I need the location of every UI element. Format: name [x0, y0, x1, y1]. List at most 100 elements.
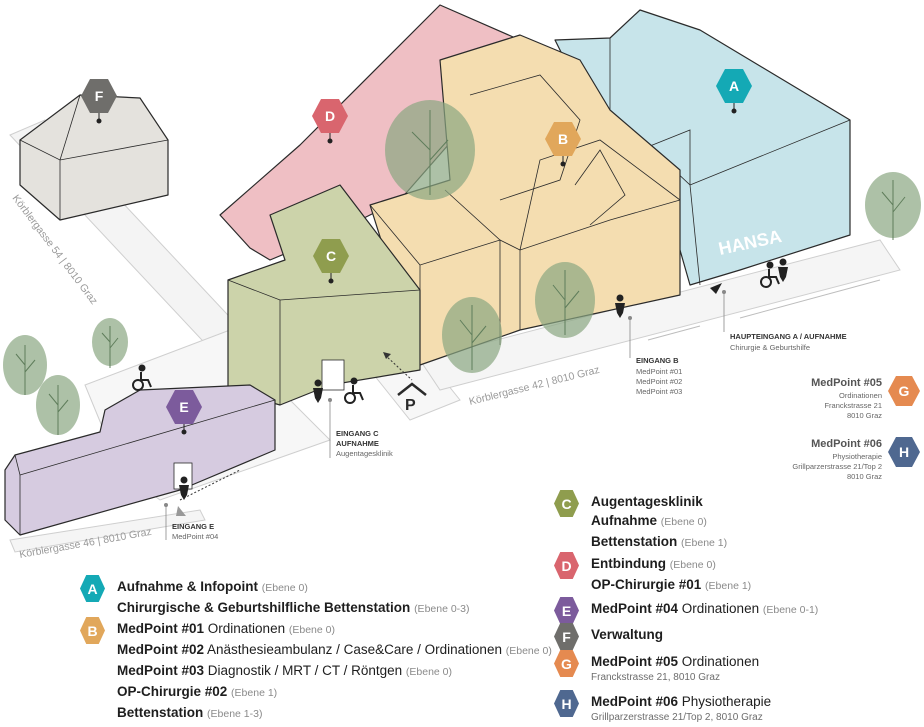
svg-text:EINGANG C: EINGANG C	[336, 429, 379, 438]
svg-text:Grillparzerstrasse 21/Top 2: Grillparzerstrasse 21/Top 2	[792, 462, 882, 471]
svg-text:MedPoint #03: MedPoint #03	[636, 387, 682, 396]
legend-b-line2: MedPoint #02	[117, 642, 205, 657]
legend-f-line1: Verwaltung	[591, 627, 664, 642]
hex-g-icon: G	[554, 650, 579, 677]
entrance-main: HAUPTEINGANG A / AUFNAHME Chirurgie & Ge…	[710, 283, 847, 352]
marker-b: B	[545, 122, 581, 167]
legend-g-line1: MedPoint #05	[591, 654, 679, 669]
trees	[3, 100, 921, 435]
marker-e: E	[166, 390, 202, 435]
svg-text:EINGANG E: EINGANG E	[172, 522, 214, 531]
hex-e-icon: E	[554, 597, 579, 624]
legend-b-line1: MedPoint #01	[117, 621, 205, 636]
legend-d-line2: OP-Chirurgie #01	[591, 577, 702, 592]
svg-text:AUFNAHME: AUFNAHME	[336, 439, 379, 448]
ebene: (Ebene 0)	[288, 624, 335, 636]
legend-item-a: A Aufnahme & Infopoint (Ebene 0) Chirurg…	[80, 575, 470, 619]
legend-item-h: H MedPoint #06 Physiotherapie Grillparze…	[554, 690, 772, 725]
offsite-g: MedPoint #05 Ordinationen Franckstrasse …	[811, 376, 920, 420]
legend-a-line2: Chirurgische & Geburtshilfliche Bettenst…	[117, 600, 411, 615]
text: Diagnostik / MRT / CT / Röntgen	[204, 663, 403, 678]
legend-item-f: F Verwaltung	[554, 623, 664, 650]
text: Anästhesieambulanz / Case&Care / Ordinat…	[204, 642, 502, 657]
legend-c-line2: Aufnahme	[591, 513, 658, 528]
hex-h-icon: H	[554, 690, 579, 717]
ebene: (Ebene 0)	[669, 559, 716, 571]
svg-text:MedPoint #01: MedPoint #01	[636, 367, 682, 376]
tree	[92, 318, 128, 368]
hex-f-icon: F	[554, 623, 579, 650]
legend-item-e: E MedPoint #04 Ordinationen (Ebene 0-1)	[554, 597, 819, 624]
marker-letter: C	[326, 248, 336, 264]
legend-d-line1: Entbindung	[591, 556, 666, 571]
marker-c: C	[313, 239, 349, 284]
svg-text:MedPoint #05: MedPoint #05	[811, 377, 882, 389]
text: Ordinationen	[678, 601, 760, 616]
marker-letter: F	[95, 88, 104, 104]
ebene: (Ebene 1)	[681, 537, 728, 549]
ebene: (Ebene 1)	[705, 580, 752, 592]
svg-text:Physiotherapie: Physiotherapie	[832, 452, 882, 461]
building-f	[19, 94, 169, 221]
ebene: (Ebene 0)	[261, 582, 308, 594]
legend-b-line4: OP-Chirurgie #02	[117, 684, 228, 699]
marker-d: D	[312, 99, 348, 144]
marker-letter: D	[325, 108, 335, 124]
legend-c-line1: Augentagesklinik	[591, 494, 703, 509]
hex-d-icon: D	[554, 552, 579, 579]
svg-text:MedPoint #02: MedPoint #02	[636, 377, 682, 386]
svg-text:8010 Graz: 8010 Graz	[847, 411, 882, 420]
svg-text:MedPoint #04: MedPoint #04	[172, 532, 218, 541]
tree	[865, 172, 921, 240]
text: Physiotherapie	[678, 694, 772, 709]
svg-text:Augentagesklinik: Augentagesklinik	[336, 449, 393, 458]
ebene: (Ebene 0-1)	[762, 604, 819, 616]
text: Ordinationen	[678, 654, 760, 669]
ebene: (Ebene 0)	[660, 516, 707, 528]
legend-g-address: Franckstrasse 21, 8010 Graz	[591, 672, 720, 683]
svg-text:MedPoint #06: MedPoint #06	[811, 438, 882, 450]
tree	[442, 297, 502, 373]
svg-text:Chirurgie & Geburtshilfe: Chirurgie & Geburtshilfe	[730, 343, 810, 352]
offsite-h: MedPoint #06 Physiotherapie Grillparzers…	[792, 437, 920, 481]
legend-item-d: D Entbindung (Ebene 0) OP-Chirurgie #01 …	[554, 552, 752, 596]
ebene: (Ebene 1-3)	[207, 708, 263, 720]
legend-b-line3: MedPoint #03	[117, 663, 205, 678]
hex-c-icon: C	[554, 490, 579, 517]
ebene: (Ebene 0-3)	[414, 603, 470, 615]
ebene: (Ebene 0)	[405, 666, 453, 678]
svg-text:Ordinationen: Ordinationen	[839, 391, 882, 400]
legend-item-c: C Augentagesklinik Aufnahme (Ebene 0) Be…	[554, 490, 728, 553]
svg-text:H: H	[899, 444, 909, 460]
marker-letter: B	[558, 131, 568, 147]
text: Ordinationen	[204, 621, 286, 636]
legend-h-line1: MedPoint #06	[591, 694, 679, 709]
svg-text:EINGANG B: EINGANG B	[636, 356, 679, 365]
tree	[3, 335, 47, 395]
hex-b-icon: B	[80, 617, 105, 644]
legend-b-line5: Bettenstation	[117, 705, 204, 720]
ebene: (Ebene 0)	[505, 645, 552, 657]
legend-a-line1: Aufnahme & Infopoint	[117, 579, 258, 594]
svg-text:G: G	[899, 383, 910, 399]
building-e	[4, 384, 276, 536]
hex-a-icon: A	[80, 575, 105, 602]
parking-sign: P	[383, 352, 427, 414]
svg-text:HAUPTEINGANG A / AUFNAHME: HAUPTEINGANG A / AUFNAHME	[730, 332, 847, 341]
legend-e-line1: MedPoint #04	[591, 601, 679, 616]
svg-text:P: P	[405, 397, 416, 414]
entrance-e: EINGANG E MedPoint #04	[164, 469, 241, 541]
entrance-c: EINGANG C AUFNAHME Augentagesklinik	[328, 398, 393, 458]
tree	[385, 100, 475, 200]
legend-c-line3: Bettenstation	[591, 534, 678, 549]
tree	[36, 375, 80, 435]
entrance-b: EINGANG B MedPoint #01 MedPoint #02 MedP…	[628, 316, 682, 396]
tree	[535, 262, 595, 338]
legend-item-b: B MedPoint #01 Ordinationen (Ebene 0) Me…	[80, 617, 552, 724]
marker-a: A	[716, 69, 752, 114]
marker-letter: A	[729, 78, 739, 94]
legend-item-g: G MedPoint #05 Ordinationen Franckstrass…	[554, 650, 760, 685]
svg-text:Franckstrasse 21: Franckstrasse 21	[824, 401, 882, 410]
svg-text:8010 Graz: 8010 Graz	[847, 472, 882, 481]
